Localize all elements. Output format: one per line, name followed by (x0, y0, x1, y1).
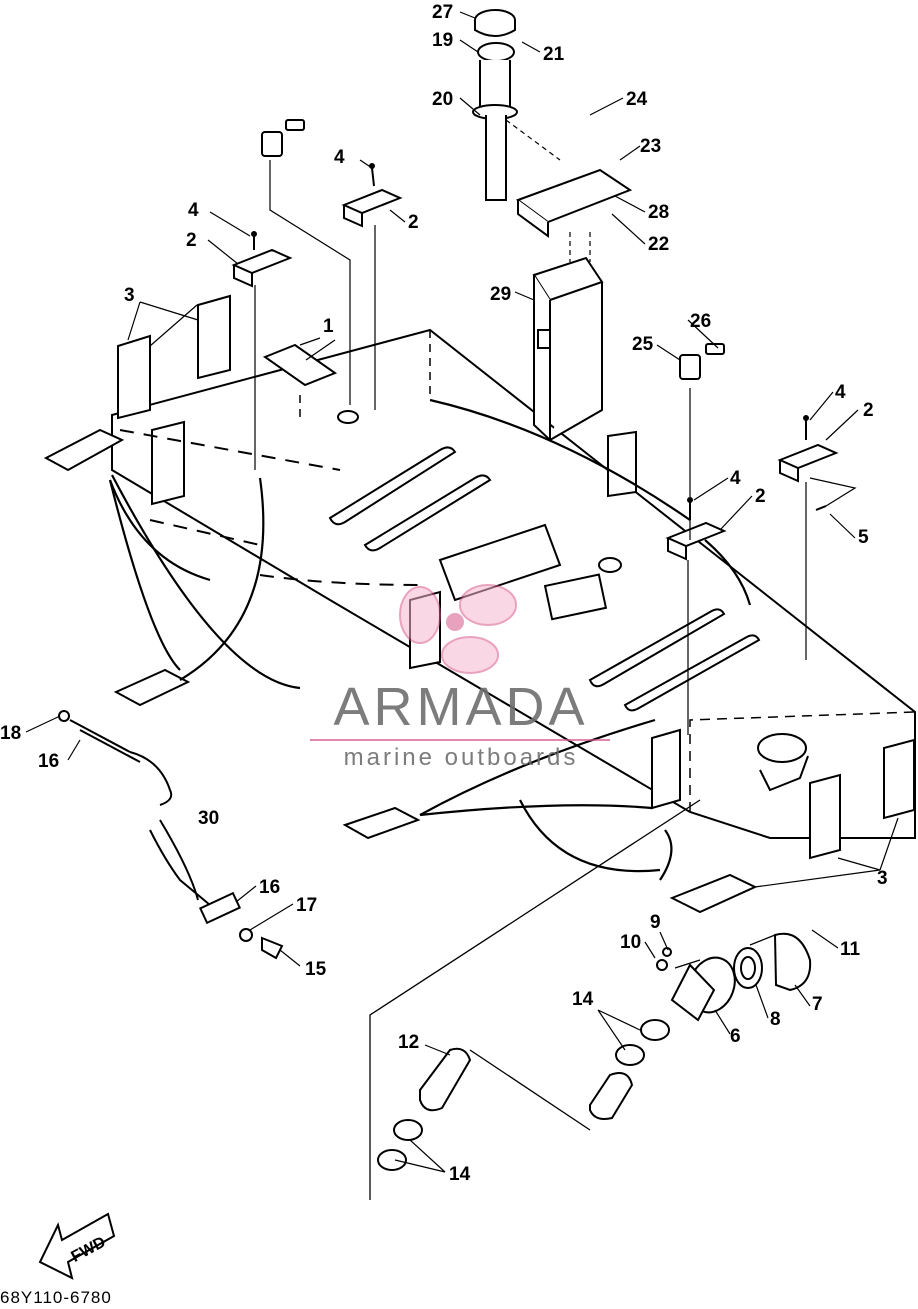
callout-4-d: 4 (730, 468, 741, 489)
callout-26: 26 (690, 311, 711, 332)
callout-30: 30 (198, 808, 219, 829)
vertical-leaders (149, 160, 899, 888)
callout-leaders (25, 11, 859, 1173)
callout-2-a: 2 (408, 212, 419, 233)
callout-15: 15 (305, 959, 327, 980)
callout-16-b: 16 (259, 877, 280, 898)
callout-19: 19 (432, 30, 453, 51)
callout-17: 17 (296, 895, 317, 916)
filler-neck-parts (377, 932, 812, 1171)
grommets (337, 410, 622, 573)
callout-25: 25 (632, 334, 654, 355)
callout-23: 23 (640, 136, 661, 157)
callout-14-b: 14 (449, 1164, 471, 1185)
callout-7: 7 (812, 994, 823, 1015)
callout-28: 28 (648, 202, 669, 223)
callout-12: 12 (398, 1032, 419, 1053)
callout-18: 18 (0, 723, 21, 744)
callout-labels: 27 19 21 20 24 23 28 22 29 26 25 4 2 4 2… (0, 2, 888, 1185)
assembly-arrows (108, 398, 752, 881)
mounting-brackets (231, 188, 839, 561)
dashed-guides (119, 429, 421, 586)
callout-14-a: 14 (572, 989, 594, 1010)
callout-6: 6 (730, 1026, 741, 1047)
callout-4-a: 4 (334, 147, 345, 168)
callout-20: 20 (432, 89, 453, 110)
fuel-hose-assembly (58, 710, 284, 960)
filler-leader-lines (369, 799, 776, 1200)
watermark-tagline: marine outboards (343, 744, 579, 771)
callout-2-b: 2 (186, 230, 197, 251)
callout-29: 29 (490, 284, 511, 305)
callout-11: 11 (840, 939, 861, 960)
callout-24: 24 (626, 89, 648, 110)
callout-22: 22 (648, 234, 669, 255)
elbow-fittings (261, 119, 725, 380)
callout-9: 9 (650, 912, 661, 933)
callout-3-a: 3 (124, 285, 135, 306)
assembly-leader-lines (505, 119, 591, 262)
propeller-logo (399, 584, 517, 674)
callout-16-a: 16 (38, 751, 59, 772)
callout-1: 1 (323, 316, 334, 337)
callout-21: 21 (543, 44, 565, 65)
callout-8: 8 (770, 1009, 781, 1030)
callout-27: 27 (432, 2, 453, 23)
callout-2-d: 2 (755, 486, 766, 507)
callout-2-c: 2 (863, 400, 874, 421)
gauge-sender-assembly (472, 9, 633, 443)
forward-direction-arrow: FWD (38, 1212, 116, 1280)
callout-4-c: 4 (835, 382, 846, 403)
callout-3-b: 3 (877, 868, 888, 889)
part-code: 68Y110-6780 (0, 1288, 112, 1307)
fuel-tank-body (111, 328, 916, 839)
watermark-brand: ARMADA (333, 677, 589, 737)
callout-4-b: 4 (188, 200, 199, 221)
callout-10: 10 (620, 932, 641, 953)
callout-5: 5 (858, 527, 869, 548)
